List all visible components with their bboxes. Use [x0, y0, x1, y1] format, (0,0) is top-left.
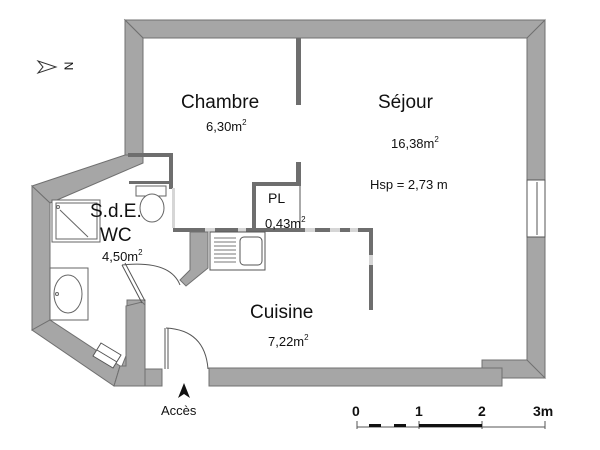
scale-tick-2: 2	[478, 403, 486, 419]
shower	[51, 199, 101, 243]
room-name-placard: PL	[268, 190, 286, 206]
area-unit-sup: 2	[434, 135, 439, 144]
entrance-label: Accès	[161, 403, 197, 418]
scale-tick-3: 3m	[533, 403, 554, 419]
kitchen-stub	[179, 231, 209, 287]
partition-gaps	[172, 188, 373, 265]
area-value: 4,50m	[102, 249, 139, 264]
area-unit-sup: 2	[242, 118, 247, 127]
area-unit-sup: 2	[138, 248, 143, 257]
room-area-chambre: 6,30m2	[206, 118, 247, 134]
room-name-cuisine: Cuisine	[250, 302, 314, 323]
room-area-sde: 4,50m2	[102, 248, 143, 264]
area-value: 6,30m	[206, 119, 243, 134]
north-arrow-icon	[36, 59, 58, 75]
room-name-sejour: Séjour	[378, 92, 433, 113]
door-entrance	[164, 327, 209, 370]
toilet	[135, 185, 167, 223]
room-name-chambre: Chambre	[181, 92, 260, 113]
window-sde	[92, 342, 122, 369]
door-sde	[121, 262, 181, 304]
area-value: 0,43m	[265, 216, 302, 231]
window-sejour	[526, 179, 546, 238]
room-area-sejour: 16,38m2	[391, 135, 439, 151]
washbasin	[49, 267, 89, 321]
scale-tick-1: 1	[415, 403, 423, 419]
scale-bar	[356, 421, 546, 429]
ceiling-height: Hsp = 2,73 m	[370, 177, 448, 192]
entrance-arrow-icon	[178, 383, 190, 398]
room-area-placard: 0,43m2	[265, 215, 306, 231]
partitions	[128, 38, 373, 310]
room-name-sde: S.d.E.	[90, 201, 142, 222]
room-area-cuisine: 7,22m2	[268, 333, 309, 349]
scale-tick-0: 0	[352, 403, 360, 419]
exterior-walls	[31, 18, 547, 387]
area-value: 7,22m	[268, 334, 305, 349]
compass-label: N	[61, 61, 76, 71]
area-unit-sup: 2	[304, 333, 309, 342]
area-value: 16,38m	[391, 136, 435, 151]
kitchen-sink	[209, 231, 266, 271]
area-unit-sup: 2	[301, 215, 306, 224]
room-name-wc: WC	[100, 225, 132, 246]
